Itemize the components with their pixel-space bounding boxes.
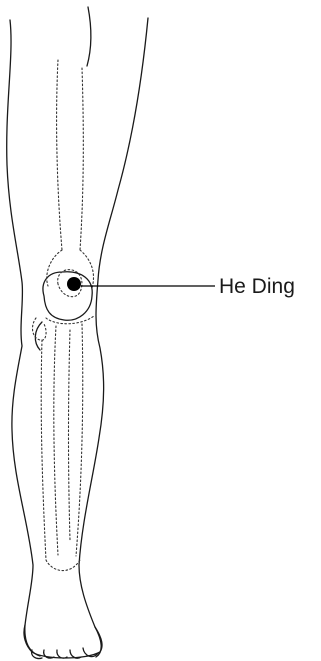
acupoint-label: He Ding [219,275,295,298]
tibia-lateral-edge [54,326,58,555]
tibia-medial-edge [76,324,83,556]
fibula-shaft [41,340,46,560]
acupoint-he-ding[interactable]: He Ding [67,275,295,298]
leg-outline [7,7,148,657]
foot-dorsum [24,625,102,658]
knee-bulge-lateral [35,322,42,350]
femur-medial-edge [80,68,83,250]
toe-3 [57,650,67,658]
femur-condyle-left [47,250,62,286]
thigh-crease [87,7,91,66]
acupoint-marker[interactable] [67,277,81,291]
ankle-joint [46,560,80,571]
bone-structure [33,60,94,571]
foot [24,625,102,659]
femur-lateral-edge [57,60,62,250]
tibia-crest [69,330,71,540]
fibula-head [33,318,47,340]
leg-outline-medial [79,18,148,657]
